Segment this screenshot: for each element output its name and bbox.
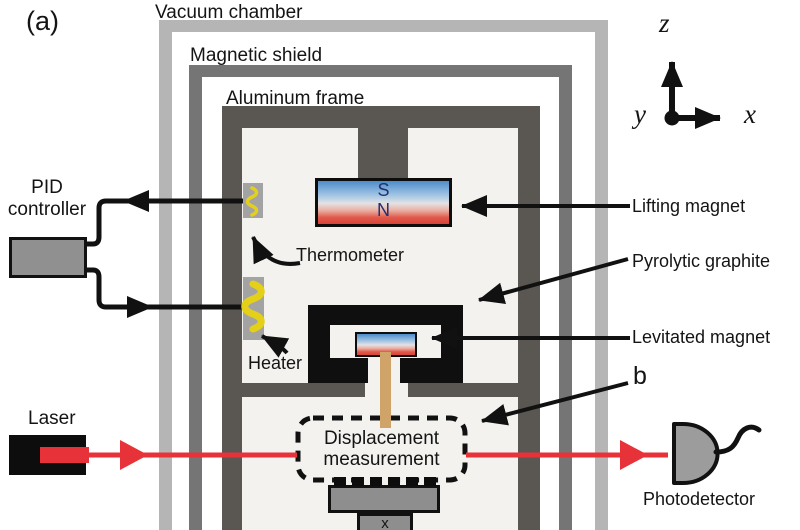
lifting-magnet-pole-n: N <box>377 200 390 220</box>
pyrolytic-graphite-label: Pyrolytic graphite <box>632 251 771 271</box>
displacement-label-line1: Displacement <box>323 428 440 449</box>
magnetic-shield-wall-left <box>189 65 202 530</box>
aluminum-frame-shelf-left <box>242 383 365 397</box>
stage-tooth <box>406 477 418 486</box>
stage-axis-box <box>357 513 413 530</box>
aluminum-frame-shelf-right <box>408 383 518 397</box>
aluminum-frame-left <box>222 106 242 530</box>
thermometer-pad <box>243 183 263 218</box>
stage-tooth <box>370 477 382 486</box>
pid-controller-label: PID controller <box>0 177 94 221</box>
vacuum-chamber-wall-right <box>595 20 608 530</box>
displacement-box <box>295 415 468 483</box>
magnetic-shield-wall-right <box>559 65 572 530</box>
photodetector-body <box>672 422 720 485</box>
photodetector-label: Photodetector <box>642 489 756 509</box>
lifting-magnet-label: Lifting magnet <box>632 196 746 216</box>
aluminum-frame-label: Aluminum frame <box>226 88 365 109</box>
support-rod <box>380 352 391 428</box>
y-axis-label: y <box>634 99 646 129</box>
displacement-box-border <box>295 415 468 483</box>
magnetic-shield-label: Magnetic shield <box>190 45 323 66</box>
photodetector-cable <box>713 424 762 455</box>
x-axis-label: x <box>744 99 756 129</box>
aluminum-frame-right <box>518 106 540 530</box>
pid-label-line1: PID <box>31 177 63 198</box>
vacuum-chamber-label: Vacuum chamber <box>155 2 303 23</box>
stage-tooth <box>352 477 364 486</box>
thermometer-label: Thermometer <box>296 245 405 265</box>
heater-label: Heater <box>248 353 303 373</box>
laser-label: Laser <box>28 408 76 429</box>
magnetic-shield-wall-top <box>189 65 572 77</box>
lifting-magnet <box>315 178 452 227</box>
stage-block <box>328 485 440 513</box>
displacement-label: Displacement measurement <box>298 428 465 470</box>
pid-controller-box <box>9 237 87 278</box>
laser-emitter <box>40 447 89 463</box>
stage-tooth <box>388 477 400 486</box>
heater-pad <box>243 277 264 340</box>
vacuum-chamber-wall-top <box>159 20 608 32</box>
vacuum-chamber-wall-left <box>159 20 172 530</box>
stage-tooth <box>334 477 346 486</box>
y-axis-origin-dot <box>664 110 680 126</box>
aluminum-frame-pillar <box>358 128 408 180</box>
stage-axis-label: x <box>381 515 389 530</box>
displacement-label-line2: measurement <box>323 449 440 470</box>
aluminum-frame-top <box>222 106 540 128</box>
levitated-magnet-label: Levitated magnet <box>632 327 771 347</box>
detail-b-label: b <box>633 362 647 390</box>
panel-label: (a) <box>26 6 59 36</box>
z-axis-label: z <box>659 8 670 38</box>
lifting-magnet-pole-s: S <box>377 180 390 200</box>
pid-label-line2: controller <box>7 199 87 220</box>
stage-tooth <box>424 477 436 486</box>
